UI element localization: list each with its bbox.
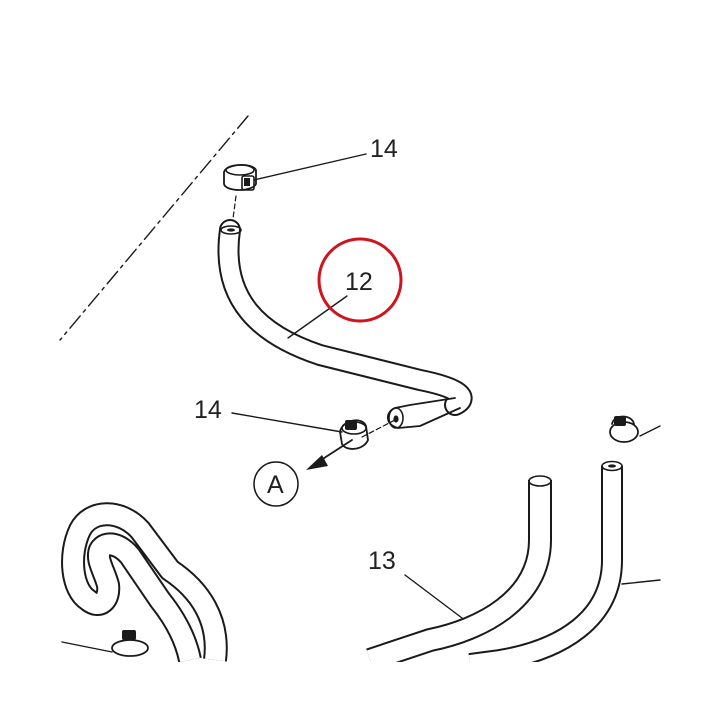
highlight-circle (317, 237, 403, 323)
bottom-mask (0, 662, 720, 720)
clamp-lower (339, 419, 369, 450)
label-arrow-ref: A (267, 471, 284, 499)
dash-dot-reference-line (59, 115, 249, 341)
clamp-top (223, 164, 257, 191)
label-hose-12: 12 (345, 268, 373, 296)
leader-line-clamp-top (253, 153, 367, 181)
arrow-to-a (306, 439, 353, 470)
clamp-right (609, 415, 661, 443)
leader-line-clamp-lower (231, 412, 343, 433)
alignment-line-lower (361, 419, 396, 438)
hose-right (468, 460, 661, 675)
label-clamp-top: 14 (370, 135, 398, 163)
label-hose-13: 13 (368, 547, 396, 575)
hose-12 (217, 219, 473, 429)
hose-13 (366, 475, 552, 672)
label-clamp-lower: 14 (194, 396, 222, 424)
leader-line-hose-13 (404, 574, 463, 619)
leader-line-hose-12 (287, 295, 348, 339)
hose-bottom-left (61, 502, 228, 663)
reference-circle-a (253, 461, 299, 507)
